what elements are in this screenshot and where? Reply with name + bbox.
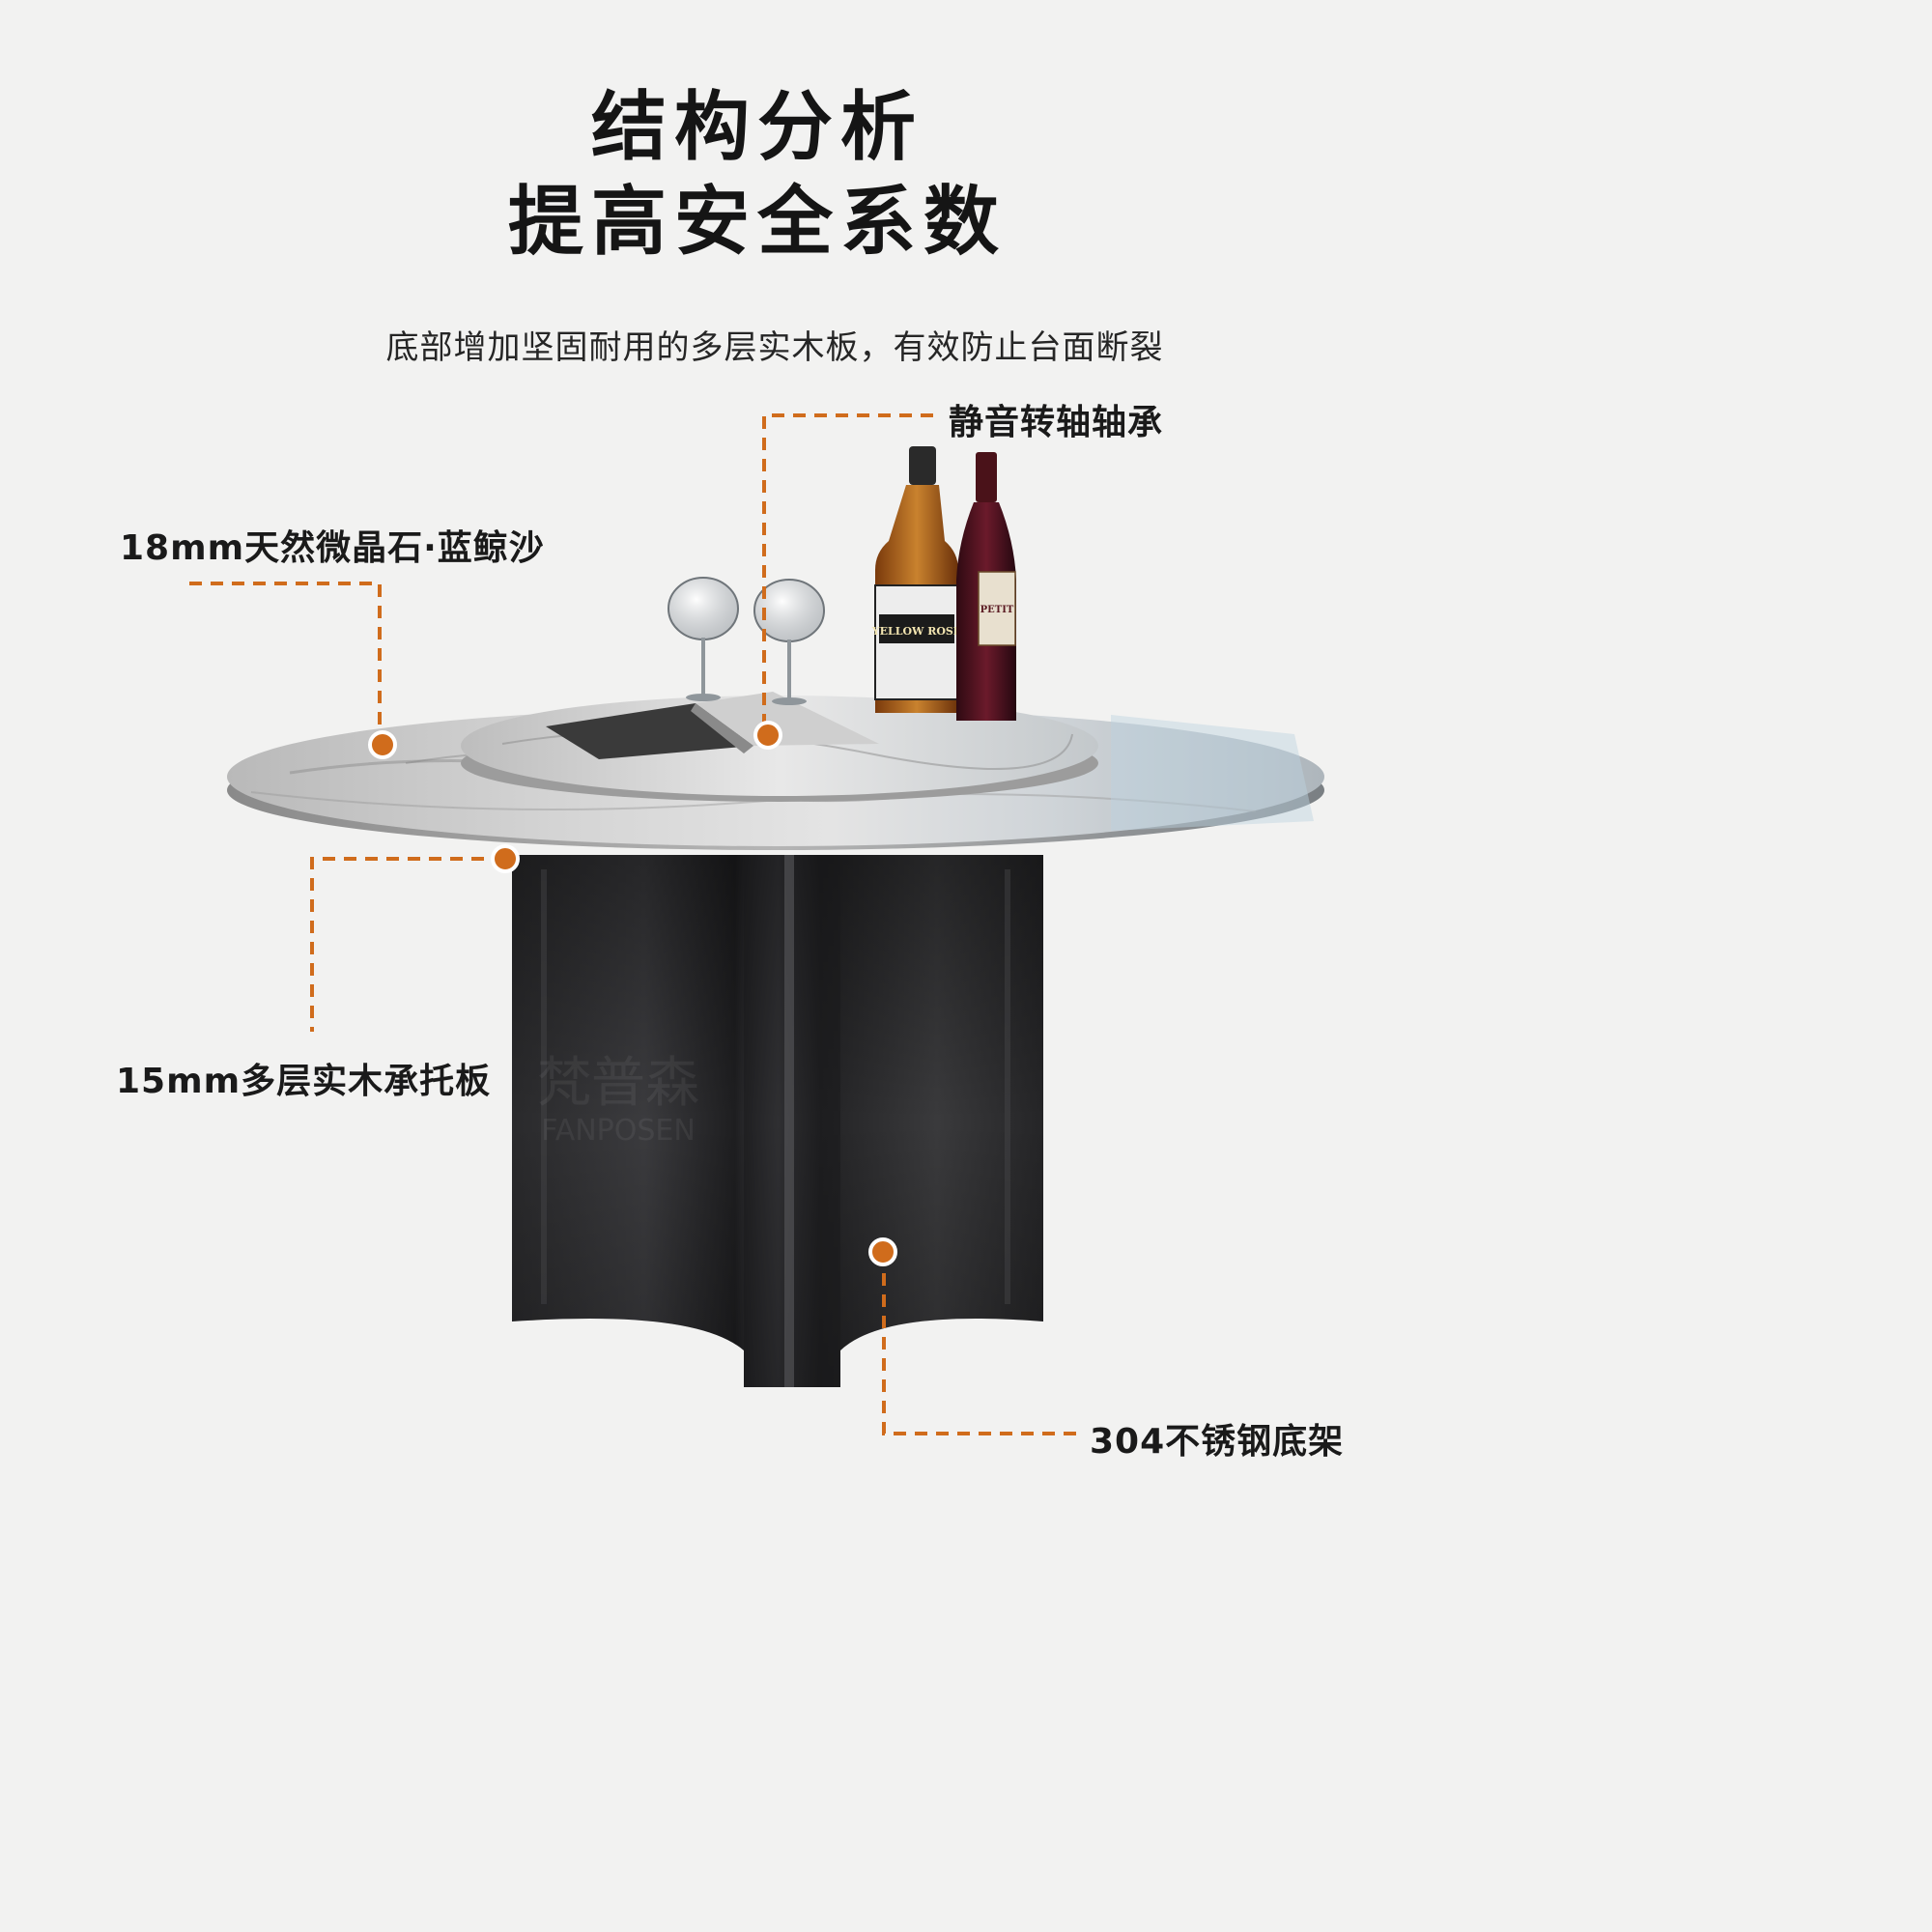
- board-dot: [491, 844, 520, 873]
- wine-glass-left: [668, 577, 739, 701]
- bearing-dot: [753, 721, 782, 750]
- product-infographic: YELLOW ROSE PETIT 梵普森 FANPOSEN 结构分析 提高安全…: [116, 84, 1345, 1462]
- base-leader-line: [882, 1252, 1080, 1435]
- stone-leader-line: [189, 582, 382, 744]
- whisky-bottle: YELLOW ROSE: [871, 446, 962, 713]
- callout-dots: [368, 721, 897, 1266]
- wine-label-text: PETIT: [980, 605, 1014, 615]
- page-subtitle: 底部增加坚固耐用的多层实木板，有效防止台面断裂: [385, 328, 1164, 367]
- bottle-label-text: YELLOW ROSE: [871, 625, 962, 638]
- open-book: [546, 692, 879, 759]
- callout-support-board: 15mm多层实木承托板: [116, 1062, 492, 1101]
- watermark-en: FANPOSEN: [541, 1114, 696, 1148]
- board-leader-line: [310, 857, 505, 1032]
- base-dot: [868, 1237, 897, 1266]
- watermark-cn: 梵普森: [537, 1052, 699, 1115]
- callout-stone-top: 18mm天然微晶石·蓝鲸沙: [120, 528, 545, 568]
- callout-steel-base: 304不锈钢底架: [1090, 1422, 1345, 1462]
- wine-glass-right: [753, 579, 825, 705]
- page-title-line1: 结构分析: [590, 84, 923, 171]
- callout-bearing: 静音转轴轴承: [949, 403, 1164, 442]
- page-title-line2: 提高安全系数: [507, 179, 1007, 266]
- wine-bottle: PETIT: [956, 452, 1016, 721]
- callout-lines: [189, 413, 1080, 1435]
- stone-dot: [368, 730, 397, 759]
- table-illustration: YELLOW ROSE PETIT 梵普森 FANPOSEN: [189, 413, 1324, 1435]
- steel-base: [512, 855, 1043, 1387]
